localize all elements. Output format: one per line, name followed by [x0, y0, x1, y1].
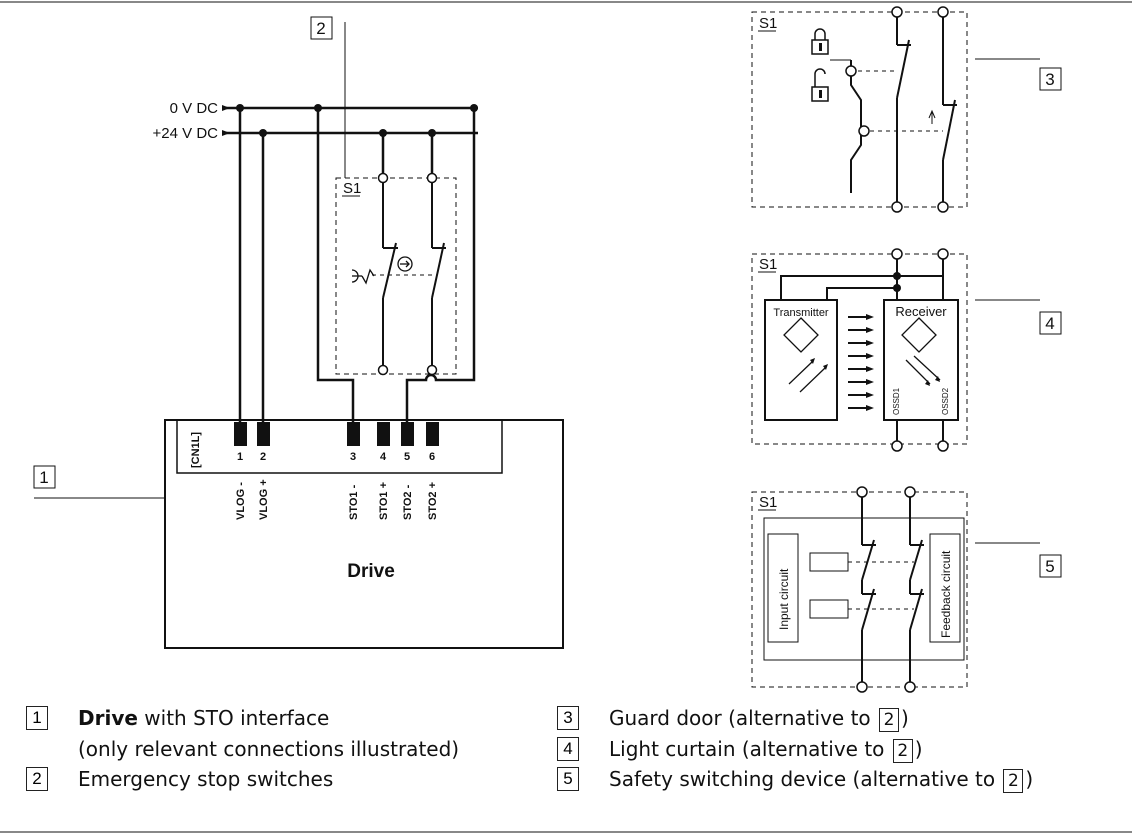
transmitter-label: Transmitter: [773, 307, 829, 319]
legend-item-5-close: ): [1025, 767, 1034, 791]
safety-device-panel: [751, 491, 1040, 688]
legend-item-1-line2: (only relevant connections illustrated): [78, 737, 460, 761]
padlock-unlocked-icon: [811, 68, 829, 102]
legend-num-5: 5: [557, 767, 579, 791]
light-curtain-panel: [751, 253, 1040, 446]
s1-label-curtain: S1: [759, 256, 777, 273]
signal-sto2-plus: STO2 +: [427, 482, 439, 520]
emergency-stop-box: [335, 177, 457, 375]
legend-item-4-close: ): [914, 737, 923, 761]
legend-num-3: 3: [557, 706, 579, 730]
s1-label-device: S1: [759, 494, 777, 511]
pin-4: [377, 422, 390, 446]
ossd1-label: OSSD1: [892, 387, 901, 415]
ossd2-label: OSSD2: [941, 387, 950, 415]
legend-item-4: Light curtain (alternative to 2): [609, 737, 923, 763]
legend-item-3: Guard door (alternative to 2): [609, 706, 909, 732]
legend-item-5: Safety switching device (alternative to …: [609, 767, 1033, 793]
signal-vlog-minus: VLOG -: [235, 482, 247, 520]
legend-item-1-bold: Drive: [78, 706, 138, 730]
callout-1: 1: [39, 468, 48, 487]
guard-door-panel: [751, 11, 1040, 208]
pin-number-4: 4: [380, 451, 387, 463]
legend-item-2: Emergency stop switches: [78, 767, 334, 791]
legend-item-3-text: Guard door (alternative to: [609, 706, 877, 730]
legend-item-1: Drive with STO interface: [78, 706, 329, 730]
drive-box: [164, 419, 564, 649]
legend-item-3-close: ): [901, 706, 909, 730]
signal-vlog-plus: VLOG +: [258, 479, 270, 520]
rail-24v-label: +24 V DC: [153, 125, 219, 142]
pin-number-3: 3: [350, 451, 356, 463]
pin-number-6: 6: [429, 451, 435, 463]
rail-0v-label: 0 V DC: [170, 100, 219, 117]
padlock-locked-icon: [811, 28, 829, 55]
pin-1: [234, 422, 247, 446]
signal-sto2-minus: STO2 -: [402, 484, 414, 520]
callout-4: 4: [1045, 314, 1054, 333]
feedback-circuit-label: Feedback circuit: [939, 550, 953, 638]
signal-sto1-minus: STO1 -: [348, 484, 360, 520]
pin-3: [347, 422, 360, 446]
pin-6: [426, 422, 439, 446]
legend-item-4-ref: 2: [892, 739, 913, 763]
connector-cn1l: [176, 419, 503, 474]
drive-title: Drive: [347, 561, 395, 582]
legend-num-1: 1: [26, 706, 48, 730]
pin-number-2: 2: [260, 451, 266, 463]
legend-item-3-ref: 2: [879, 708, 899, 732]
s1-label-estop: S1: [343, 180, 361, 197]
callout-5: 5: [1045, 557, 1054, 576]
callout-3: 3: [1045, 70, 1054, 89]
callout-2: 2: [316, 19, 325, 38]
emergency-stop-actuator-icon: [351, 256, 413, 285]
pin-2: [257, 422, 270, 446]
pin-number-1: 1: [237, 451, 243, 463]
legend-num-2: 2: [26, 767, 48, 791]
s1-label-door: S1: [759, 15, 777, 32]
receiver-label: Receiver: [895, 304, 947, 319]
input-circuit-label: Input circuit: [777, 568, 791, 630]
legend-item-1-text: with STO interface: [137, 706, 330, 730]
connector-label: [CN1L]: [190, 432, 202, 468]
light-beams: [810, 314, 940, 411]
legend-item-5-ref: 2: [1003, 769, 1024, 793]
signal-sto1-plus: STO1 +: [378, 482, 390, 520]
legend-num-4: 4: [557, 737, 579, 761]
pin-5: [401, 422, 414, 446]
legend-item-5-text: Safety switching device (alternative to: [609, 767, 1002, 791]
pin-number-5: 5: [404, 451, 410, 463]
legend-item-4-text: Light curtain (alternative to: [609, 737, 891, 761]
